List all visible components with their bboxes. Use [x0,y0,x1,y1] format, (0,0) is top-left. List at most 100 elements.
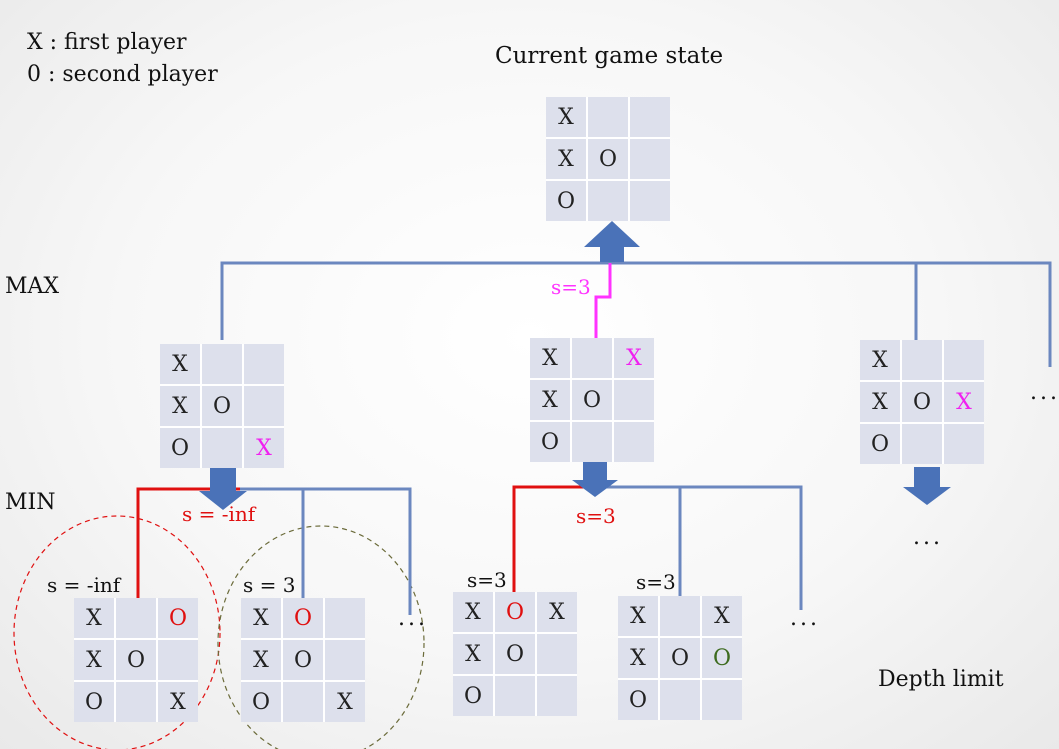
board-cell: O [283,598,323,638]
board-cell: X [74,598,114,638]
board-cell: O [453,676,493,716]
board-cell [902,340,942,380]
board-cell: O [495,634,535,674]
legend-second-player: 0 : second player [27,62,218,87]
board-cell [572,338,612,378]
board-cell [325,598,365,638]
board-cell [902,424,942,464]
min-level-label: MIN [5,490,56,515]
leaf1-score: s = -inf [47,573,121,597]
board-cell: X [74,640,114,680]
board-cell [116,598,156,638]
board-cell: X [614,338,654,378]
arrow-down-mid [572,462,618,497]
board-cell: X [244,428,284,468]
board-cell [588,181,628,221]
board-cell: X [241,598,281,638]
min-left-bar [222,487,412,615]
board-cell: O [860,424,900,464]
ellipsis-max-more: ... [1030,380,1059,405]
board-cell: X [453,592,493,632]
arrow-down-left [199,466,247,510]
board-cell: O [572,380,612,420]
best-path-line [594,263,612,338]
board-cell: X [546,139,586,179]
min-mid-bar [596,485,803,610]
board-cell [325,640,365,680]
depth-limit-label: Depth limit [878,667,1004,692]
board-cell [614,422,654,462]
board-cell: X [546,97,586,137]
board-cell [588,97,628,137]
board-cell [702,680,742,720]
ellipsis-depth-right: ... [913,525,943,550]
board-cell [944,340,984,380]
board-cell: O [546,181,586,221]
board-cell: X [158,682,198,722]
board-cell [630,97,670,137]
board-cell: O [241,682,281,722]
board-cell: O [530,422,570,462]
board-cell: O [158,598,198,638]
board-cell: X [860,382,900,422]
max-branch-bar [220,261,1052,367]
min-mid-branches [596,485,803,610]
board-cell [944,424,984,464]
board-cell [495,676,535,716]
board-cell: X [618,638,658,678]
board-cell: O [618,680,658,720]
ellipsis-leaf-left: ... [398,606,428,631]
legend-first-player: X : first player [27,30,187,55]
board-cell: X [860,340,900,380]
arrow-down-right [903,467,951,505]
board-cell: X [618,596,658,636]
board-cell [660,680,700,720]
board-cell [158,640,198,680]
leaf4-score: s=3 [636,570,676,594]
min-left-branches [222,487,412,615]
max-level-label: MAX [5,274,60,299]
board-cell: X [453,634,493,674]
board-cell: O [495,592,535,632]
ellipsis-leaf-mid: ... [790,606,820,631]
min-mid-chosen-line [512,485,596,598]
board-cell: X [325,682,365,722]
circle-leaf-left [13,515,221,749]
board-cell: X [530,380,570,420]
leaf2-score: s = 3 [243,573,296,597]
circle-leaf-right [217,525,425,749]
board-cell [244,386,284,426]
root-score: s=3 [551,275,591,299]
board-cell: X [160,386,200,426]
board-cell: X [530,338,570,378]
arrow-up-root [584,221,640,262]
current-state-title: Current game state [495,43,724,69]
board-cell [572,422,612,462]
board-cell [202,344,242,384]
board-cell: O [588,139,628,179]
min-left-chosen-line [136,487,240,598]
board-cell: O [283,640,323,680]
board-cell [614,380,654,420]
board-cell [630,139,670,179]
board-cell: X [944,382,984,422]
board-cell: O [116,640,156,680]
board-cell: O [660,638,700,678]
leaf3-score: s=3 [467,568,507,592]
min-mid-score: s=3 [576,504,616,528]
board-cell: X [702,596,742,636]
board-cell: O [202,386,242,426]
board-cell: O [74,682,114,722]
min-left-score: s = -inf [182,502,256,526]
board-cell: X [537,592,577,632]
board-cell [283,682,323,722]
board-cell: O [702,638,742,678]
